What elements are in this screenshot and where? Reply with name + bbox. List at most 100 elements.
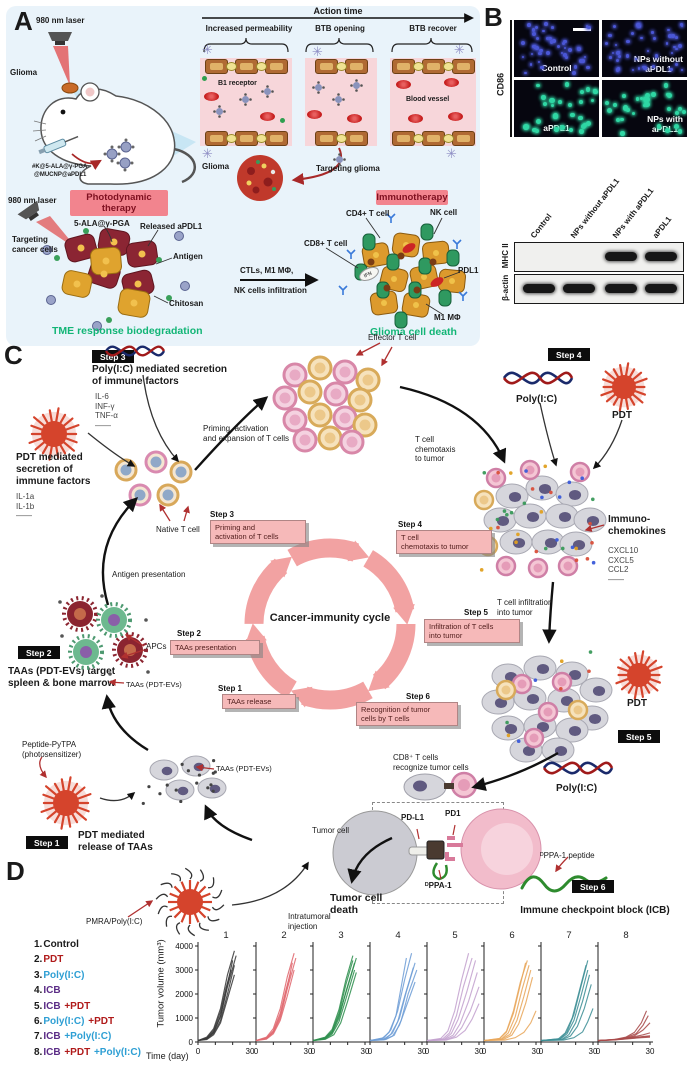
fluorescence-tile-control: Control [514, 20, 599, 77]
blot-lane-label: Control [528, 212, 554, 240]
endothelial-block [344, 58, 368, 74]
native-t-cells [114, 450, 193, 507]
blot-mhc2 [514, 242, 684, 272]
effector-t-cell-label: Effector T cell [368, 333, 417, 342]
cell-nucleus-dot [671, 34, 675, 38]
cell-nucleus-dot [534, 26, 538, 30]
cell-nucleus-dot [667, 106, 672, 112]
panel-b-bracket [510, 20, 512, 137]
red-blood-cell [347, 114, 362, 123]
cd8-recognize-label: CD8⁺ T cells recognize tumor cells [393, 753, 469, 772]
cell-nucleus-dot [585, 87, 591, 93]
cell-nucleus-dot [612, 24, 617, 29]
released-apdl1-label: Released aPDL1 [140, 222, 203, 231]
red-beam [53, 46, 70, 86]
tme-caption: TME response biodegradation [52, 325, 203, 337]
photodynamic-therapy-box: Photodynamic therapy [70, 190, 168, 216]
tumor-cell-label: Tumor cell [312, 826, 350, 835]
fluorescence-tile-nps-with: NPs with aPDL1 [602, 80, 687, 137]
endothelial-block [451, 58, 475, 74]
cell-nucleus-dot [544, 22, 548, 26]
svg-text:4: 4 [395, 930, 400, 941]
tumor-cluster-chemokines [473, 459, 607, 579]
taas-pdtevs-label-2: TAAs (PDT-EVs) [216, 764, 272, 773]
tight-junction [412, 61, 424, 71]
cell-nucleus-dot [644, 96, 650, 102]
nanoparticle-icon [335, 96, 342, 103]
cell-nucleus-dot [625, 54, 630, 58]
cell-nucleus-dot [556, 44, 561, 48]
cell-nucleus-dot [666, 92, 672, 99]
cycle-step3-box: Priming and activation of T cells [210, 520, 306, 544]
cycle-step1-tag: Step 1 [218, 684, 243, 693]
pdt-cell-cluster [42, 228, 190, 331]
pdt-sun-icon [28, 407, 80, 461]
blot-row-label-actin: β-actin [501, 274, 511, 301]
panel-d-label: D [6, 856, 25, 886]
nk-label: NK cell [430, 208, 458, 217]
step2-text: TAAs (PDT-EVs) target spleen & bone marr… [8, 666, 116, 689]
blot-lane-label: NPs with aPDL1 [610, 186, 656, 240]
svg-text:3: 3 [338, 930, 343, 941]
cell-nucleus-dot [640, 36, 643, 40]
cell-nucleus-dot [532, 127, 537, 133]
cell-nucleus-dot [546, 51, 551, 56]
panel-a-illustration [17, 13, 474, 331]
cell-nucleus-dot [621, 93, 626, 98]
cell-nucleus-dot [680, 24, 683, 28]
injection-label-1: #K@5-ALA@γ-PGA [32, 164, 88, 170]
tight-junction [255, 61, 267, 71]
cell-nucleus-dot [634, 57, 638, 61]
vessel-btb-recover: Blood vessel [390, 58, 476, 146]
targeting-glioma-arrow [291, 147, 342, 185]
cell-nucleus-dot [530, 52, 534, 56]
svg-text:0: 0 [425, 1047, 430, 1056]
cell-nucleus-dot [554, 127, 559, 132]
dppa1-peptide-label: ᴰPPA-1 peptide [540, 851, 595, 860]
cell-nucleus-dot [565, 56, 569, 59]
cell-nucleus-dot [586, 121, 592, 127]
cycle-step5-tag: Step 5 [464, 608, 489, 617]
cell-nucleus-dot [674, 35, 678, 39]
cell-nucleus-dot [656, 123, 662, 129]
cell-nucleus-dot [535, 46, 540, 50]
svg-text:0: 0 [482, 1047, 487, 1056]
cell-nucleus-dot [635, 96, 640, 101]
cell-nucleus-dot [615, 50, 620, 55]
cell-nucleus-dot [553, 113, 559, 119]
svg-text:30: 30 [475, 1047, 484, 1056]
cycle-step2-tag: Step 2 [177, 629, 202, 638]
cell-nucleus-dot [673, 45, 676, 49]
red-blood-cell [260, 112, 275, 121]
cell-nucleus-dot [541, 95, 546, 100]
blot-band [605, 284, 637, 293]
cycle-step3-tag: Step 3 [210, 510, 235, 519]
nanoparticle-icon [353, 82, 360, 89]
endothelial-block [391, 58, 415, 74]
step6-tag-side: Step 6 [572, 880, 614, 893]
red-blood-cell [448, 112, 463, 121]
tight-junction [335, 133, 347, 143]
cell-nucleus-dot [581, 59, 585, 63]
nanoparticle-icon [336, 156, 343, 163]
chitosan-label: Chitosan [169, 299, 204, 308]
cell-nucleus-dot [673, 123, 679, 129]
svg-text:2000: 2000 [175, 990, 193, 999]
cell-nucleus-dot [524, 71, 528, 75]
cell-nucleus-dot [670, 51, 674, 55]
blood-vessel-label: Blood vessel [406, 96, 450, 103]
panel-b-label: B [484, 2, 503, 32]
label-pointer-lines [103, 217, 461, 315]
fluorescence-tile-apdl1: aPDL1 [514, 80, 599, 137]
cell-nucleus-dot [521, 55, 524, 58]
phase-braces [203, 37, 473, 53]
cell-nucleus-dot [535, 128, 540, 133]
cell-nucleus-dot [616, 67, 621, 71]
svg-text:30: 30 [246, 1047, 255, 1056]
cell-nucleus-dot [618, 50, 621, 53]
vessel-btb-opening [305, 58, 377, 146]
cell-nucleus-dot [643, 66, 648, 70]
